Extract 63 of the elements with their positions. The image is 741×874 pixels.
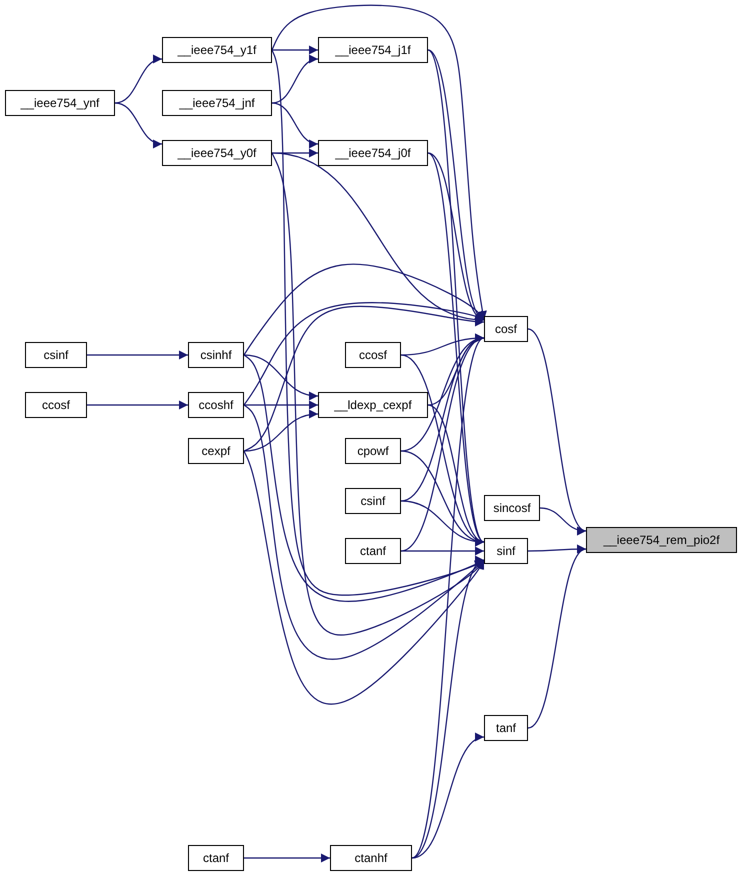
- function-name: ccosf: [358, 348, 387, 362]
- arrow: [272, 46, 318, 54]
- arrow: [87, 350, 188, 360]
- function-box: [345, 342, 401, 368]
- function-box: [188, 392, 244, 418]
- function-name: tanf: [496, 721, 516, 735]
- arrow: [244, 854, 330, 862]
- arrow: [87, 400, 188, 410]
- function-name: cexpf: [202, 444, 230, 458]
- function-name: sinf: [496, 544, 516, 558]
- function-box: [484, 316, 528, 342]
- function-name: __ieee754_ynf: [20, 96, 100, 110]
- function-box: [484, 715, 528, 741]
- function-box: [345, 488, 401, 514]
- arrow: [244, 306, 484, 452]
- function-name: cosf: [494, 322, 517, 336]
- arrow: [272, 102, 318, 148]
- function-name: __ldexp_cexpf: [334, 398, 412, 412]
- function-name: csinf: [360, 494, 386, 508]
- arrow: [244, 410, 318, 452]
- function-box: [5, 90, 115, 116]
- function-box: [25, 392, 87, 418]
- function-name: ccosf: [42, 398, 70, 412]
- arrow: [272, 56, 318, 104]
- arrow: [114, 102, 162, 148]
- function-box: [318, 37, 428, 63]
- function-name: ctanhf: [354, 851, 388, 865]
- function-name: sincosf: [493, 501, 531, 515]
- function-box: [188, 342, 244, 368]
- function-name: __ieee754_y1f: [178, 43, 256, 57]
- function-box: [25, 342, 87, 368]
- function-name: csinhf: [200, 348, 232, 362]
- function-name: csinf: [44, 348, 68, 362]
- arrow: [528, 328, 586, 532]
- arrow: [244, 354, 318, 400]
- arrow: [540, 507, 586, 535]
- arrow: [244, 400, 318, 410]
- function-name: cpowf: [357, 444, 389, 458]
- function-box: [162, 140, 272, 166]
- function-name: __ieee754_y0f: [178, 146, 256, 160]
- function-box: [188, 845, 244, 871]
- function-box: [162, 90, 272, 116]
- function-box: [318, 392, 428, 418]
- function-box: [586, 527, 737, 553]
- function-name: __ieee754_jnf: [179, 96, 255, 110]
- function-name: __ieee754_j1f: [335, 43, 411, 57]
- function-box: [484, 538, 528, 564]
- function-name: ctanf: [202, 851, 229, 865]
- function-box: [345, 538, 401, 564]
- arrow: [114, 56, 162, 104]
- function-name: __ieee754_j0f: [335, 146, 411, 160]
- function-box: [345, 438, 401, 464]
- function-name: __ieee754_rem_pio2f: [603, 533, 720, 547]
- function-box: [484, 495, 540, 521]
- arrow: [428, 152, 484, 321]
- function-name: ctanf: [360, 544, 386, 558]
- function-box: [162, 37, 272, 63]
- arrow: [244, 302, 484, 406]
- arrow: [244, 264, 484, 356]
- function-box: [318, 140, 428, 166]
- function-name: ccoshf: [198, 398, 234, 412]
- function-box: [188, 438, 244, 464]
- function-box: [330, 845, 412, 871]
